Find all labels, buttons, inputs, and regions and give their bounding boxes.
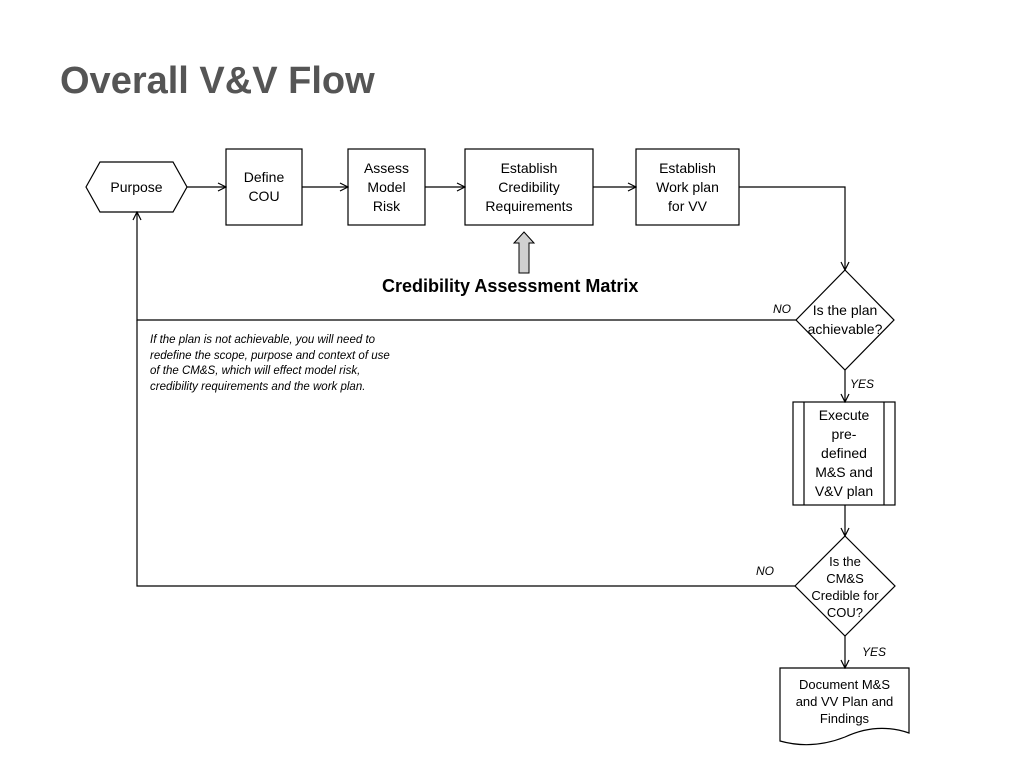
document-label: Document M&S and VV Plan and Findings (780, 672, 909, 730)
establish-cred-label: Establish Credibility Requirements (465, 149, 593, 225)
establish-plan-text: Establish Work plan for VV (656, 159, 719, 214)
yes-credible-label: YES (862, 645, 887, 659)
no-credible-label: NO (756, 564, 774, 578)
execute-box (792, 401, 896, 506)
edge-credible-no-loop (136, 320, 795, 587)
define-cou-label: Define COU (226, 149, 302, 225)
decision-plan-text: Is the plan achievable? (807, 302, 883, 337)
document-shape (779, 667, 910, 746)
assess-risk-text: Assess Model Risk (363, 159, 410, 214)
assess-risk-label: Assess Model Risk (348, 149, 425, 225)
edge-plan-decision (739, 186, 845, 270)
decision-plan-label: Is the plan achievable? (796, 296, 894, 344)
define-cou-box (225, 148, 303, 226)
decision-credible-label: Is the CM&S Credible for COU? (795, 552, 895, 622)
document-text: Document M&S and VV Plan and Findings (795, 676, 894, 726)
up-block-arrow (512, 231, 536, 274)
establish-plan-label: Establish Work plan for VV (636, 149, 739, 225)
execute-label: Execute pre- defined M&S and V&V plan (804, 402, 884, 505)
define-cou-text: Define COU (243, 169, 285, 204)
loop-note: If the plan is not achievable, you will … (150, 334, 390, 393)
execute-text: Execute pre- defined M&S and V&V plan (814, 407, 874, 499)
yes-plan-label: YES (850, 377, 875, 391)
purpose-label: Purpose (100, 162, 173, 212)
decision-credible-text: Is the CM&S Credible for COU? (811, 554, 879, 620)
no-plan-label: NO (773, 302, 791, 316)
edge-decision-no-loop (137, 212, 796, 321)
establish-cred-text: Establish Credibility Requirements (485, 159, 573, 214)
purpose-text: Purpose (110, 178, 163, 195)
page-title: Overall V&V Flow (60, 60, 375, 102)
credibility-matrix-label: Credibility Assessment Matrix (382, 276, 639, 296)
